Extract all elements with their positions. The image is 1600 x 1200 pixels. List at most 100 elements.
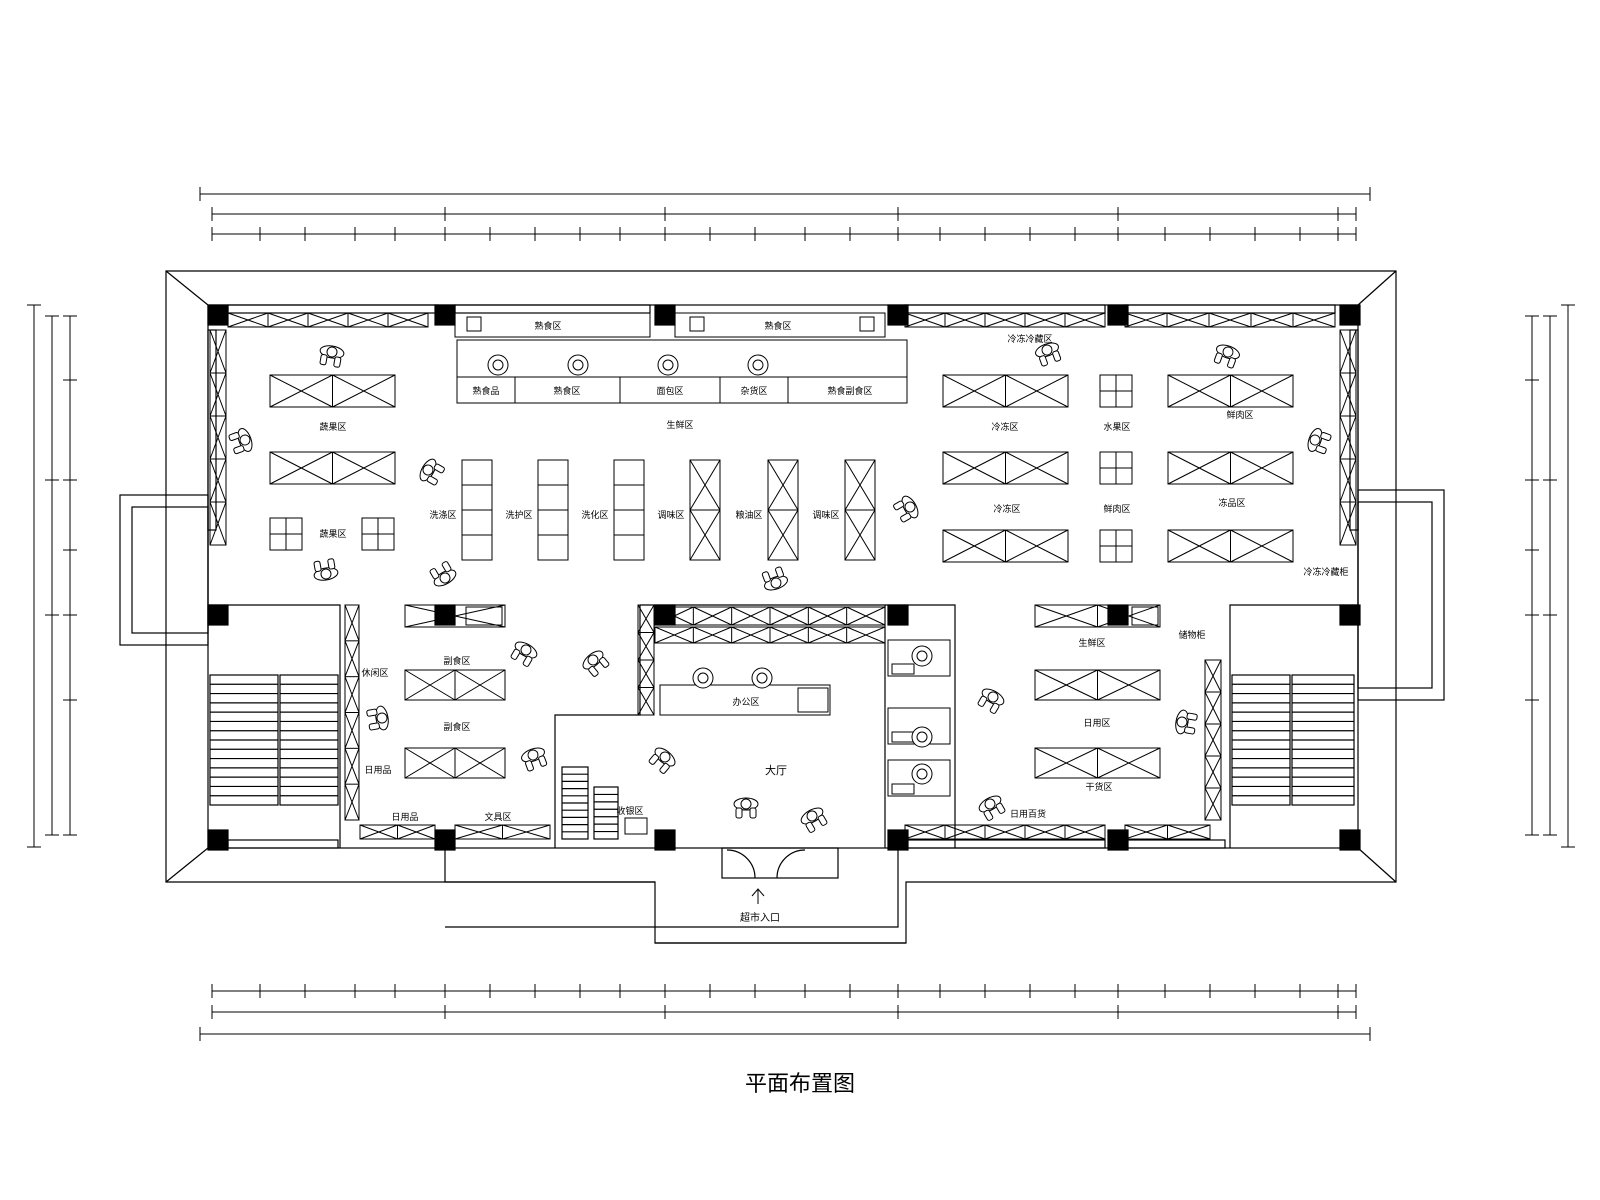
shelf-cross: [693, 606, 732, 626]
shelf-cross: [502, 824, 551, 840]
shelf-cross: [637, 604, 655, 633]
service-counter-label: 熟食区: [553, 385, 580, 397]
column: [887, 604, 909, 626]
shelf-cross: [1292, 312, 1336, 328]
person-arm: [510, 648, 521, 660]
shelf-cross: [267, 312, 309, 328]
person-head: [439, 572, 451, 584]
zone-label: 文具区: [484, 811, 511, 823]
person-arm: [1052, 350, 1062, 362]
right-vestibule-inner: [1357, 501, 1433, 689]
service-counter-label: 熟食品: [472, 385, 499, 397]
shelf-cross: [769, 626, 809, 644]
service-counter-label: 杂货区: [740, 385, 767, 397]
counter: [674, 312, 886, 338]
zone-label: 干货区: [1085, 781, 1112, 793]
person-arm: [588, 665, 599, 677]
person-arm: [977, 695, 988, 707]
person-icon: [419, 458, 445, 486]
shelf-cross: [344, 783, 360, 821]
shelf-cross: [1034, 669, 1098, 701]
person-head: [904, 501, 916, 513]
shelf: [209, 329, 227, 546]
shelf-cross: [307, 312, 349, 328]
shelf-cross: [344, 712, 360, 749]
shelf-cross: [689, 509, 721, 561]
shelf-cross: [344, 676, 360, 713]
person-icon: [1175, 709, 1198, 735]
shelf-cross: [1024, 824, 1066, 840]
service-counter: [456, 376, 908, 404]
aisle-label: 洗涤区: [429, 509, 456, 521]
cashier-wall: [885, 604, 956, 848]
zone-label: 冷冻冷藏柜: [1303, 566, 1348, 578]
shelf-cross: [808, 626, 847, 644]
shelf-cross: [1124, 312, 1168, 328]
shelf-cross: [1204, 723, 1222, 757]
office-cabinet: [624, 817, 648, 835]
shelf-cross: [637, 659, 655, 688]
person-arm: [228, 432, 240, 441]
zone-label: 日用百货: [1010, 808, 1046, 820]
shelf-cross: [209, 372, 227, 417]
shelf-cross: [1097, 669, 1161, 701]
aisle-label: 洗护区: [505, 509, 532, 521]
person-arm: [893, 500, 905, 511]
counter-label: 熟食区: [764, 320, 791, 332]
shelf-cross: [1024, 312, 1066, 328]
person-arm: [1213, 352, 1223, 364]
shelf-cross: [942, 529, 1006, 563]
shelf-cross: [397, 824, 436, 840]
shelf-cross: [332, 451, 396, 485]
window: [904, 839, 1106, 849]
window: [227, 304, 439, 314]
window: [454, 304, 651, 314]
person-arm: [749, 807, 757, 819]
door-swing: [726, 849, 756, 879]
zone-label: 休闲区: [361, 667, 388, 679]
right-vestibule: [1357, 489, 1445, 701]
person-icon: [582, 650, 610, 677]
person-arm: [761, 571, 771, 583]
aisle-label: 洗化区: [581, 509, 608, 521]
person-arm: [429, 568, 440, 580]
service-counter: [456, 339, 908, 378]
sink: [466, 316, 482, 332]
zone-label: 鲜肉区: [1103, 503, 1130, 515]
shelf-cross: [1167, 451, 1231, 485]
shelf-cross: [359, 824, 398, 840]
shelf-cross: [808, 606, 847, 626]
shelf: [904, 824, 1106, 840]
person-icon: [313, 558, 339, 581]
shelf-cross: [904, 312, 946, 328]
shelf-cross: [227, 312, 269, 328]
person-arm: [319, 354, 328, 366]
wall-miter: [165, 270, 209, 306]
cash-register: [891, 731, 915, 743]
shelf: [1339, 329, 1357, 546]
shelf-cross: [1339, 415, 1357, 460]
aisle-label: 调味区: [812, 509, 839, 521]
shelf-cross: [1230, 374, 1294, 408]
window: [904, 304, 1106, 314]
shelf-cross: [209, 415, 227, 460]
shelf: [227, 312, 429, 328]
shelf-cross: [404, 669, 456, 701]
person-arm: [333, 356, 342, 368]
column: [1339, 604, 1361, 626]
person-head: [770, 577, 782, 589]
person-icon: [978, 795, 1006, 821]
staff-head-icon: [697, 672, 709, 684]
person-head: [987, 691, 999, 703]
door-swing: [776, 849, 806, 879]
person-head: [587, 654, 599, 666]
zone-label: 冷冻冷藏区: [1007, 333, 1052, 345]
zone-label: 副食区: [443, 721, 470, 733]
zone-label: 生鲜区: [666, 419, 693, 431]
shelf-cross: [846, 626, 886, 644]
shelf-cross: [654, 626, 694, 644]
shelving-units: [209, 312, 1357, 840]
stair-room-wall: [208, 604, 341, 848]
aisle-label: 粮油区: [735, 509, 762, 521]
